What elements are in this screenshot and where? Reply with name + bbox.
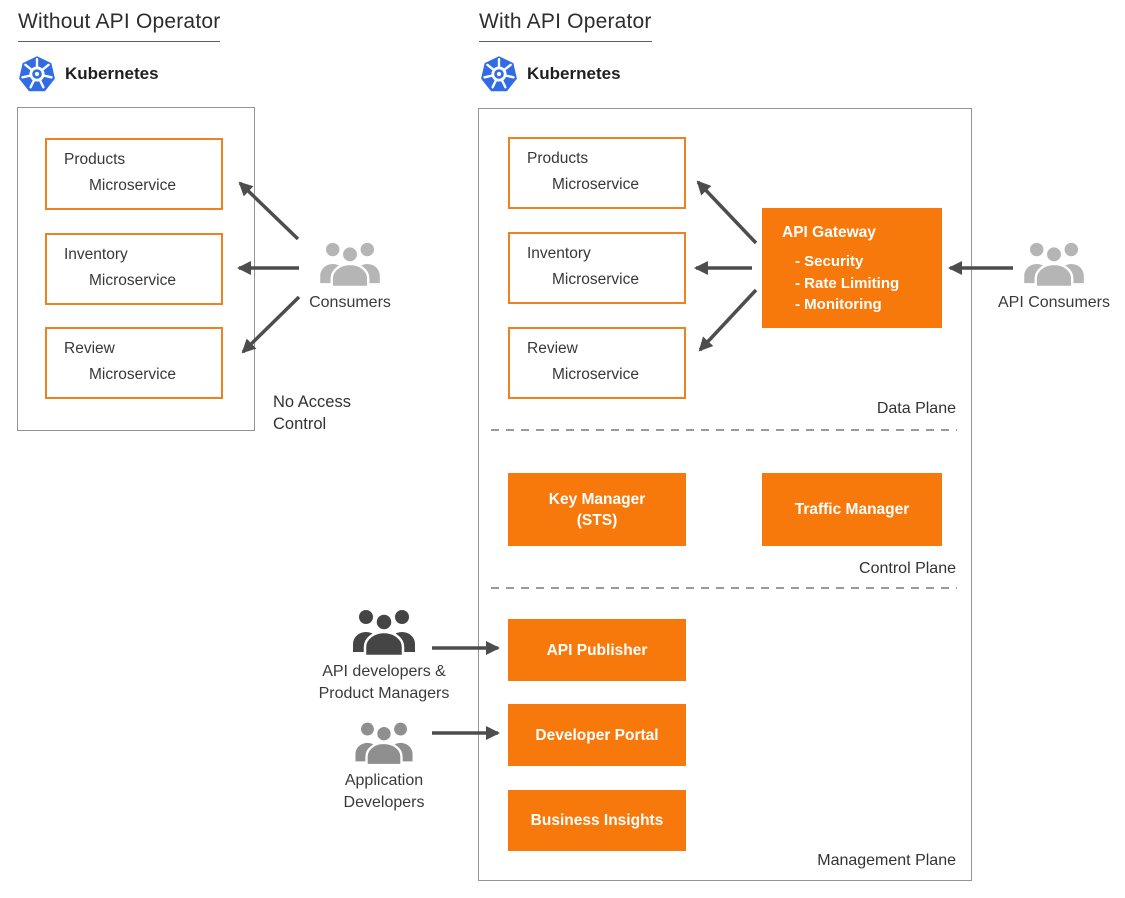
control-plane-divider xyxy=(491,587,957,589)
left-inventory-box: Inventory Microservice xyxy=(45,233,223,305)
service-type: Microservice xyxy=(89,366,176,383)
api-gateway-box: API Gateway - Security - Rate Limiting -… xyxy=(762,208,942,328)
service-type: Microservice xyxy=(89,177,176,194)
left-review-box: Review Microservice xyxy=(45,327,223,399)
left-kubernetes-label: Kubernetes xyxy=(65,64,159,83)
api-gateway-title: API Gateway xyxy=(782,224,876,241)
api-gateway-feature: - Security xyxy=(795,253,864,270)
application-developers-label: Application Developers xyxy=(343,772,425,811)
right-cluster-panel: Products Microservice Inventory Microser… xyxy=(478,108,972,881)
left-products-box: Products Microservice xyxy=(45,138,223,210)
traffic-manager-box: Traffic Manager xyxy=(762,473,942,546)
consumers-actor: Consumers xyxy=(301,239,399,314)
developer-portal-box: Developer Portal xyxy=(508,704,686,766)
right-section-title: With API Operator xyxy=(479,10,652,42)
consumers-label: Consumers xyxy=(309,294,391,311)
key-manager-box: Key Manager (STS) xyxy=(508,473,686,546)
key-manager-sublabel: (STS) xyxy=(576,511,618,529)
service-name: Review xyxy=(64,340,115,357)
service-name: Inventory xyxy=(64,246,128,263)
api-consumers-actor: API Consumers xyxy=(993,239,1115,314)
kubernetes-icon xyxy=(481,56,517,92)
left-section-title: Without API Operator xyxy=(18,10,221,42)
service-type: Microservice xyxy=(89,272,176,289)
control-plane-label: Control Plane xyxy=(859,560,956,577)
api-gateway-features: - Security - Rate Limiting - Monitoring xyxy=(795,251,942,316)
service-type: Microservice xyxy=(552,176,639,193)
traffic-manager-label: Traffic Manager xyxy=(794,501,910,518)
right-inventory-box: Inventory Microservice xyxy=(508,232,686,304)
left-kubernetes-row: Kubernetes xyxy=(18,55,159,93)
data-plane-divider xyxy=(491,429,957,431)
no-access-control-note: No Access Control xyxy=(273,393,351,433)
kubernetes-icon xyxy=(19,56,55,92)
service-type: Microservice xyxy=(552,366,639,383)
api-developers-label: API developers & Product Managers xyxy=(318,663,450,702)
api-consumers-people-icon xyxy=(1024,242,1084,287)
api-gateway-feature: - Monitoring xyxy=(795,296,882,313)
service-name: Inventory xyxy=(527,245,591,262)
right-products-box: Products Microservice xyxy=(508,137,686,209)
key-manager-label: Key Manager xyxy=(548,490,646,508)
api-publisher-box: API Publisher xyxy=(508,619,686,681)
business-insights-label: Business Insights xyxy=(530,812,664,829)
api-gateway-feature: - Rate Limiting xyxy=(795,274,900,292)
business-insights-box: Business Insights xyxy=(508,790,686,851)
left-cluster-panel: Products Microservice Inventory Microser… xyxy=(17,107,255,431)
api-developers-actor: API developers & Product Managers xyxy=(306,606,462,705)
consumers-people-icon xyxy=(320,242,380,287)
right-review-box: Review Microservice xyxy=(508,327,686,399)
application-developers-people-icon xyxy=(355,722,413,765)
service-name: Products xyxy=(64,151,126,168)
service-type: Microservice xyxy=(552,271,639,288)
service-name: Products xyxy=(527,150,589,167)
developer-portal-label: Developer Portal xyxy=(535,726,659,744)
management-plane-label: Management Plane xyxy=(817,852,956,869)
application-developers-actor: Application Developers xyxy=(306,719,462,814)
data-plane-label: Data Plane xyxy=(876,400,956,417)
right-kubernetes-row: Kubernetes xyxy=(480,55,621,93)
api-consumers-label: API Consumers xyxy=(997,294,1111,311)
api-publisher-label: API Publisher xyxy=(546,641,648,659)
api-developers-people-icon xyxy=(353,610,415,656)
service-name: Review xyxy=(527,340,578,357)
right-kubernetes-label: Kubernetes xyxy=(527,64,621,83)
